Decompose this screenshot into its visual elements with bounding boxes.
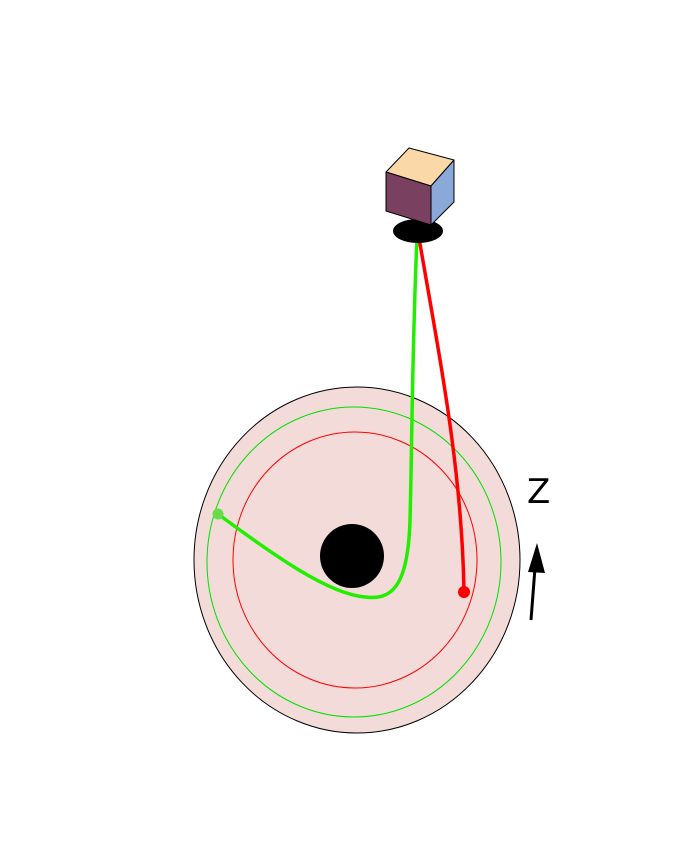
z-axis-label: Z — [527, 472, 550, 512]
arrow-up-icon — [529, 567, 537, 621]
green-light-ray — [216, 236, 419, 600]
black-hole — [320, 524, 384, 588]
red-ray-endpoint — [458, 586, 470, 598]
z-axis-arrow — [528, 543, 545, 621]
arrow-head — [528, 543, 545, 573]
green-ray-endpoint — [212, 508, 224, 520]
red-light-ray — [417, 236, 466, 594]
camera-side-face — [430, 159, 455, 226]
camera-cube-icon — [385, 147, 455, 226]
outer-orbit-ring — [206, 406, 502, 718]
camera-lens — [393, 219, 443, 243]
inner-orbit-ring — [232, 431, 478, 689]
